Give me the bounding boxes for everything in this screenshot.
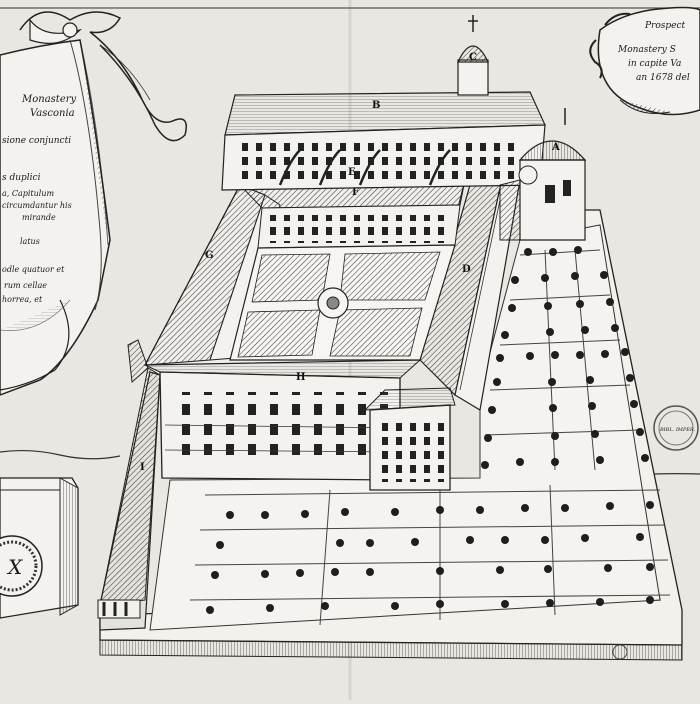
label-i: I [140,462,145,473]
cartouche-left-line-3: sione conjuncti [2,136,71,146]
label-b: B [372,100,380,111]
label-a: A [551,142,560,153]
label-c: C [469,52,477,63]
cartouche-left-line-11: horrea, et [2,295,43,304]
right-cartouche [589,6,700,116]
cartouche-right-line-1: Prospect [644,21,686,31]
cartouche-right-line-3: in capite Va [628,59,681,69]
ground-line-left [0,449,121,460]
cartouche-left-line-5: a, Capitulum [2,189,55,198]
label-f: F [352,187,359,198]
cartouche-left-line-8: latus [20,237,40,246]
cartouche-right-line-2: Monastery S [617,45,676,55]
medallion-box [0,477,79,619]
plate-mark [612,644,628,660]
stamp-text: BIBL. IMPER. [659,427,696,433]
cupola-c [457,15,489,96]
label-h: H [296,372,305,383]
cartouche-left-line-2: Vasconia [30,108,75,119]
cartouche-left-line-6: circumdantur his [2,201,72,210]
cartouche-left-line-1: Monastery [21,94,77,105]
parterre-beds [237,251,441,358]
label-g: G [205,250,214,261]
cartouche-left-line-10: rum cellae [4,281,47,290]
left-cartouche [0,11,187,396]
library-stamp [653,405,699,451]
label-d: D [462,264,471,275]
medallion-letter: X [6,555,23,579]
label-e: E [348,167,356,178]
monastery-complex [97,15,683,661]
cartouche-left-line-9: odle quatuor et [2,265,65,274]
cartouche-left-line-7: mirande [22,213,56,222]
church-a [499,108,587,241]
cartouche-right-line-4: an 1678 del [636,73,690,83]
cartouche-left-line-4: s duplici [2,173,41,183]
orchard-trees [206,246,654,614]
